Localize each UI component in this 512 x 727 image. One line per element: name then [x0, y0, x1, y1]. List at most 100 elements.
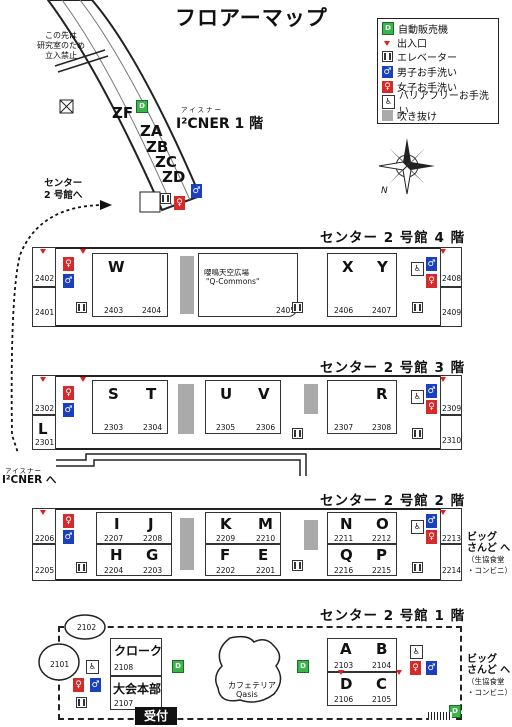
floor3-bridge: [56, 453, 307, 476]
elevator-icon: [412, 428, 423, 439]
vending-machine-icon: D: [136, 100, 148, 113]
room-cloak: [110, 638, 162, 676]
room-r: [327, 380, 397, 434]
to-big-sando-label: ビッグ さんど へ （生協食堂 ・コンビニ）: [467, 654, 512, 697]
mens-restroom-icon: ♂: [426, 384, 437, 398]
compass-north-label: N: [381, 186, 388, 196]
room-hg: [96, 544, 172, 576]
elevator-icon: [76, 562, 87, 573]
womens-restroom-icon: ♀: [426, 400, 437, 414]
elevator-icon: [76, 697, 87, 708]
room-uv: [205, 380, 281, 434]
womens-restroom-icon: ♀: [73, 678, 84, 692]
page-title: フロアーマップ: [175, 6, 328, 30]
elevator-icon: [412, 302, 423, 313]
vending-machine-icon: D: [449, 705, 461, 718]
legend-elevator: エレベーター: [382, 49, 457, 64]
i2cner-ruby: アイスナー: [181, 106, 223, 114]
accessible-restroom-icon: ♿: [86, 660, 99, 674]
elevator-icon: [412, 562, 423, 573]
elevator-icon: [292, 428, 303, 439]
womens-restroom-icon: ♀: [63, 257, 74, 271]
room-st: [92, 380, 168, 434]
elevator-icon: [292, 560, 303, 571]
vending-machine-icon: D: [382, 22, 394, 35]
atrium-void: [304, 384, 318, 414]
room-2309: [440, 375, 462, 415]
accessible-restroom-icon: ♿: [411, 390, 424, 404]
entrance-icon: [40, 249, 46, 254]
room-xy: [327, 253, 397, 317]
vending-machine-icon: D: [297, 660, 309, 673]
entrance-icon: [396, 670, 402, 675]
atrium-void: [180, 518, 194, 570]
mens-restroom-icon: ♂: [63, 530, 74, 544]
entrance-icon: [338, 670, 344, 675]
compass-rose-icon: [378, 138, 435, 195]
atrium-void: [178, 384, 194, 434]
room-2213: [440, 508, 462, 544]
floor1-title: センター 2 号館 1 階: [320, 608, 466, 624]
i2cner-floor-label: I²CNER 1 階: [176, 116, 264, 132]
mens-restroom-icon: ♂: [63, 274, 74, 288]
room-2310: [440, 415, 462, 450]
atrium-void: [180, 256, 194, 314]
to-big-sando-label: ビッグ さんど へ （生協食堂 ・コンビニ）: [467, 532, 512, 575]
walk-route-path: [10, 200, 112, 454]
atrium-void: [304, 520, 318, 550]
elevator-icon: [160, 193, 171, 204]
legend-atrium: 吹き抜け: [382, 108, 437, 123]
room-za: ZA: [140, 122, 163, 140]
room-zd: ZD: [162, 168, 186, 186]
accessible-restroom-icon: ♿: [411, 262, 424, 276]
womens-restroom-icon: ♀: [426, 530, 437, 544]
elevator-icon: [382, 51, 393, 62]
i2cner-building: [46, 0, 202, 213]
room-2205: [32, 544, 56, 581]
to-i2cner-label: I²CNER へ: [2, 474, 57, 486]
room-2409: [440, 287, 462, 327]
room-w: [92, 253, 168, 317]
restricted-notice: この先は 研究室のため 立入禁止: [37, 31, 85, 60]
room-dc: [327, 672, 397, 706]
accessible-restroom-icon: ♿: [411, 520, 424, 534]
accessible-restroom-icon: ♿: [410, 645, 423, 659]
mens-restroom-icon: ♂: [382, 65, 393, 78]
floor3-title: センター 2 号館 3 階: [320, 360, 466, 376]
entrance-icon: [80, 377, 86, 382]
room-2408: [440, 247, 462, 287]
womens-restroom-icon: ♀: [63, 514, 74, 528]
plaza-q-commons: [198, 253, 298, 317]
room-l: [32, 415, 56, 450]
room-ab: [327, 638, 397, 672]
mens-restroom-icon: ♂: [426, 514, 437, 528]
room-zc: ZC: [155, 153, 177, 171]
room-2401: [32, 287, 56, 327]
room-2101: 2101: [50, 660, 70, 669]
legend-entrance: 出入口: [382, 35, 427, 50]
legend-mens: ♂男子お手洗い: [382, 65, 457, 79]
entrance-icon: [440, 377, 446, 382]
room-ij: [96, 512, 172, 544]
elevator-icon: [292, 302, 303, 313]
entrance-icon: [384, 40, 390, 46]
womens-restroom-icon: ♀: [410, 661, 421, 675]
entrance-icon: [440, 510, 446, 515]
floor4-title: センター 2 号館 4 階: [320, 230, 466, 246]
entrance-icon: [40, 510, 46, 515]
atrium-icon: [382, 110, 393, 121]
mens-restroom-icon: ♂: [63, 403, 74, 417]
room-zf: ZF: [112, 104, 134, 122]
room-km: [205, 512, 281, 544]
steps: [428, 712, 452, 720]
room-2206: [32, 508, 56, 544]
floor2-title: センター 2 号館 2 階: [320, 493, 466, 509]
mens-restroom-icon: ♂: [426, 661, 437, 675]
room-zb: ZB: [146, 138, 169, 156]
to-center-label: センター 2 号館へ: [44, 178, 83, 201]
room-hq: [110, 676, 162, 710]
womens-restroom-icon: ♀: [426, 274, 437, 288]
mens-restroom-icon: ♂: [90, 678, 101, 692]
mens-restroom-icon: ♂: [426, 257, 437, 271]
